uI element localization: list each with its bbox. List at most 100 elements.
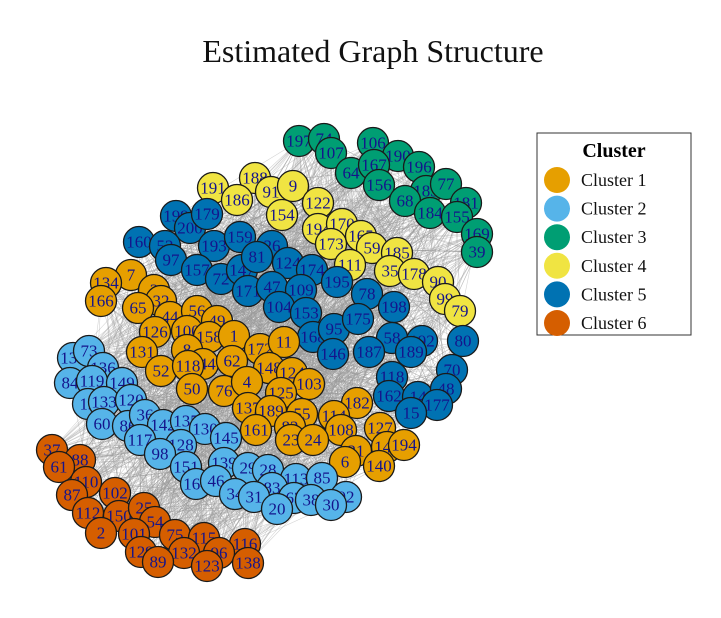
node-circle <box>460 235 494 269</box>
node-circle <box>328 445 362 479</box>
node-label: 124 <box>275 254 301 273</box>
node-label: 102 <box>102 484 128 503</box>
node-label: 85 <box>314 469 331 488</box>
node-label: 138 <box>235 554 261 573</box>
node-label: 84 <box>62 374 80 393</box>
node-label: 104 <box>266 298 292 317</box>
node-label: 11 <box>276 333 292 352</box>
graph-node: 9 <box>276 169 310 203</box>
node-label: 146 <box>320 345 346 364</box>
node-label: 88 <box>72 451 89 470</box>
graph-edge <box>140 337 393 553</box>
node-circle <box>296 423 330 457</box>
graph-node: 50 <box>175 372 209 406</box>
figure-title: Estimated Graph Structure <box>202 33 543 69</box>
graph-node: 35 <box>373 254 407 288</box>
node-label: 76 <box>216 382 233 401</box>
node-circle <box>143 437 177 471</box>
node-circle <box>84 284 118 318</box>
node-label: 7 <box>127 266 136 285</box>
graph-node: 124 <box>271 246 305 280</box>
graph-node: 78 <box>350 277 384 311</box>
node-label: 156 <box>366 176 392 195</box>
node-circle <box>314 227 348 261</box>
node-circle <box>394 396 428 430</box>
node-circle <box>190 197 224 231</box>
node-circle <box>42 450 76 484</box>
node-label: 140 <box>366 457 392 476</box>
node-circle <box>446 324 480 358</box>
node-label: 154 <box>269 206 295 225</box>
graph-node: 175 <box>341 302 375 336</box>
node-label: 184 <box>417 204 443 223</box>
node-label: 106 <box>360 134 386 153</box>
node-label: 162 <box>376 387 402 406</box>
legend-label: Cluster 6 <box>581 313 647 333</box>
node-label: 89 <box>150 553 167 572</box>
graph-node: 154 <box>265 198 299 232</box>
node-label: 159 <box>227 228 253 247</box>
node-label: 46 <box>208 472 225 491</box>
node-label: 195 <box>324 273 350 292</box>
node-label: 133 <box>91 393 117 412</box>
legend-swatch <box>544 252 570 279</box>
node-label: 35 <box>382 262 399 281</box>
graph-edge <box>233 281 439 337</box>
node-label: 155 <box>444 208 470 227</box>
node-circle <box>429 167 463 201</box>
node-label: 68 <box>397 192 414 211</box>
node-label: 196 <box>406 158 432 177</box>
graph-edge <box>140 337 393 553</box>
node-label: 107 <box>318 144 344 163</box>
node-label: 161 <box>243 421 269 440</box>
node-circle <box>352 335 386 369</box>
node-label: 112 <box>76 504 101 523</box>
node-circle <box>276 169 310 203</box>
node-label: 77 <box>438 175 456 194</box>
graph-edge <box>404 200 438 406</box>
node-circle <box>231 546 265 580</box>
node-label: 95 <box>326 320 343 339</box>
graph-node: 79 <box>443 294 477 328</box>
graph-node: 77 <box>429 167 463 201</box>
node-circle <box>220 183 254 217</box>
graph-node: 138 <box>231 546 265 580</box>
node-label: 160 <box>126 233 152 252</box>
graph-node: 186 <box>220 183 254 217</box>
node-label: 20 <box>269 500 286 519</box>
node-label: 81 <box>249 248 266 267</box>
graph-edge <box>72 223 343 359</box>
node-label: 179 <box>194 205 220 224</box>
graph-edge <box>138 241 478 253</box>
node-circle <box>240 240 274 274</box>
node-label: 137 <box>235 399 261 418</box>
graph-edge <box>85 351 370 483</box>
legend-swatch <box>544 224 570 251</box>
legend-label: Cluster 3 <box>581 227 647 247</box>
node-label: 52 <box>153 362 170 381</box>
node-label: 30 <box>323 496 340 515</box>
node-label: 189 <box>258 402 284 421</box>
node-label: 157 <box>184 261 210 280</box>
graph-node: 52 <box>144 354 178 388</box>
graph-node: 173 <box>314 227 348 261</box>
node-label: 186 <box>224 191 250 210</box>
graph-node: 89 <box>141 545 175 579</box>
graph-edge <box>196 281 439 312</box>
node-label: 171 <box>235 282 261 301</box>
graph-node: 198 <box>377 290 411 324</box>
node-label: 177 <box>424 396 450 415</box>
graph-node: 2 <box>84 516 118 550</box>
node-circle <box>141 545 175 579</box>
node-label: 173 <box>318 235 344 254</box>
graph-node: 195 <box>320 265 354 299</box>
graph-node: 103 <box>292 367 326 401</box>
node-label: 23 <box>283 431 300 450</box>
graph-node: 15 <box>394 396 428 430</box>
graph-node: 178 <box>397 257 431 291</box>
legend-swatch <box>544 310 570 336</box>
node-label: 117 <box>128 431 153 450</box>
node-label: 4 <box>243 373 252 392</box>
graph-node: 179 <box>190 197 224 231</box>
node-label: 60 <box>94 415 111 434</box>
